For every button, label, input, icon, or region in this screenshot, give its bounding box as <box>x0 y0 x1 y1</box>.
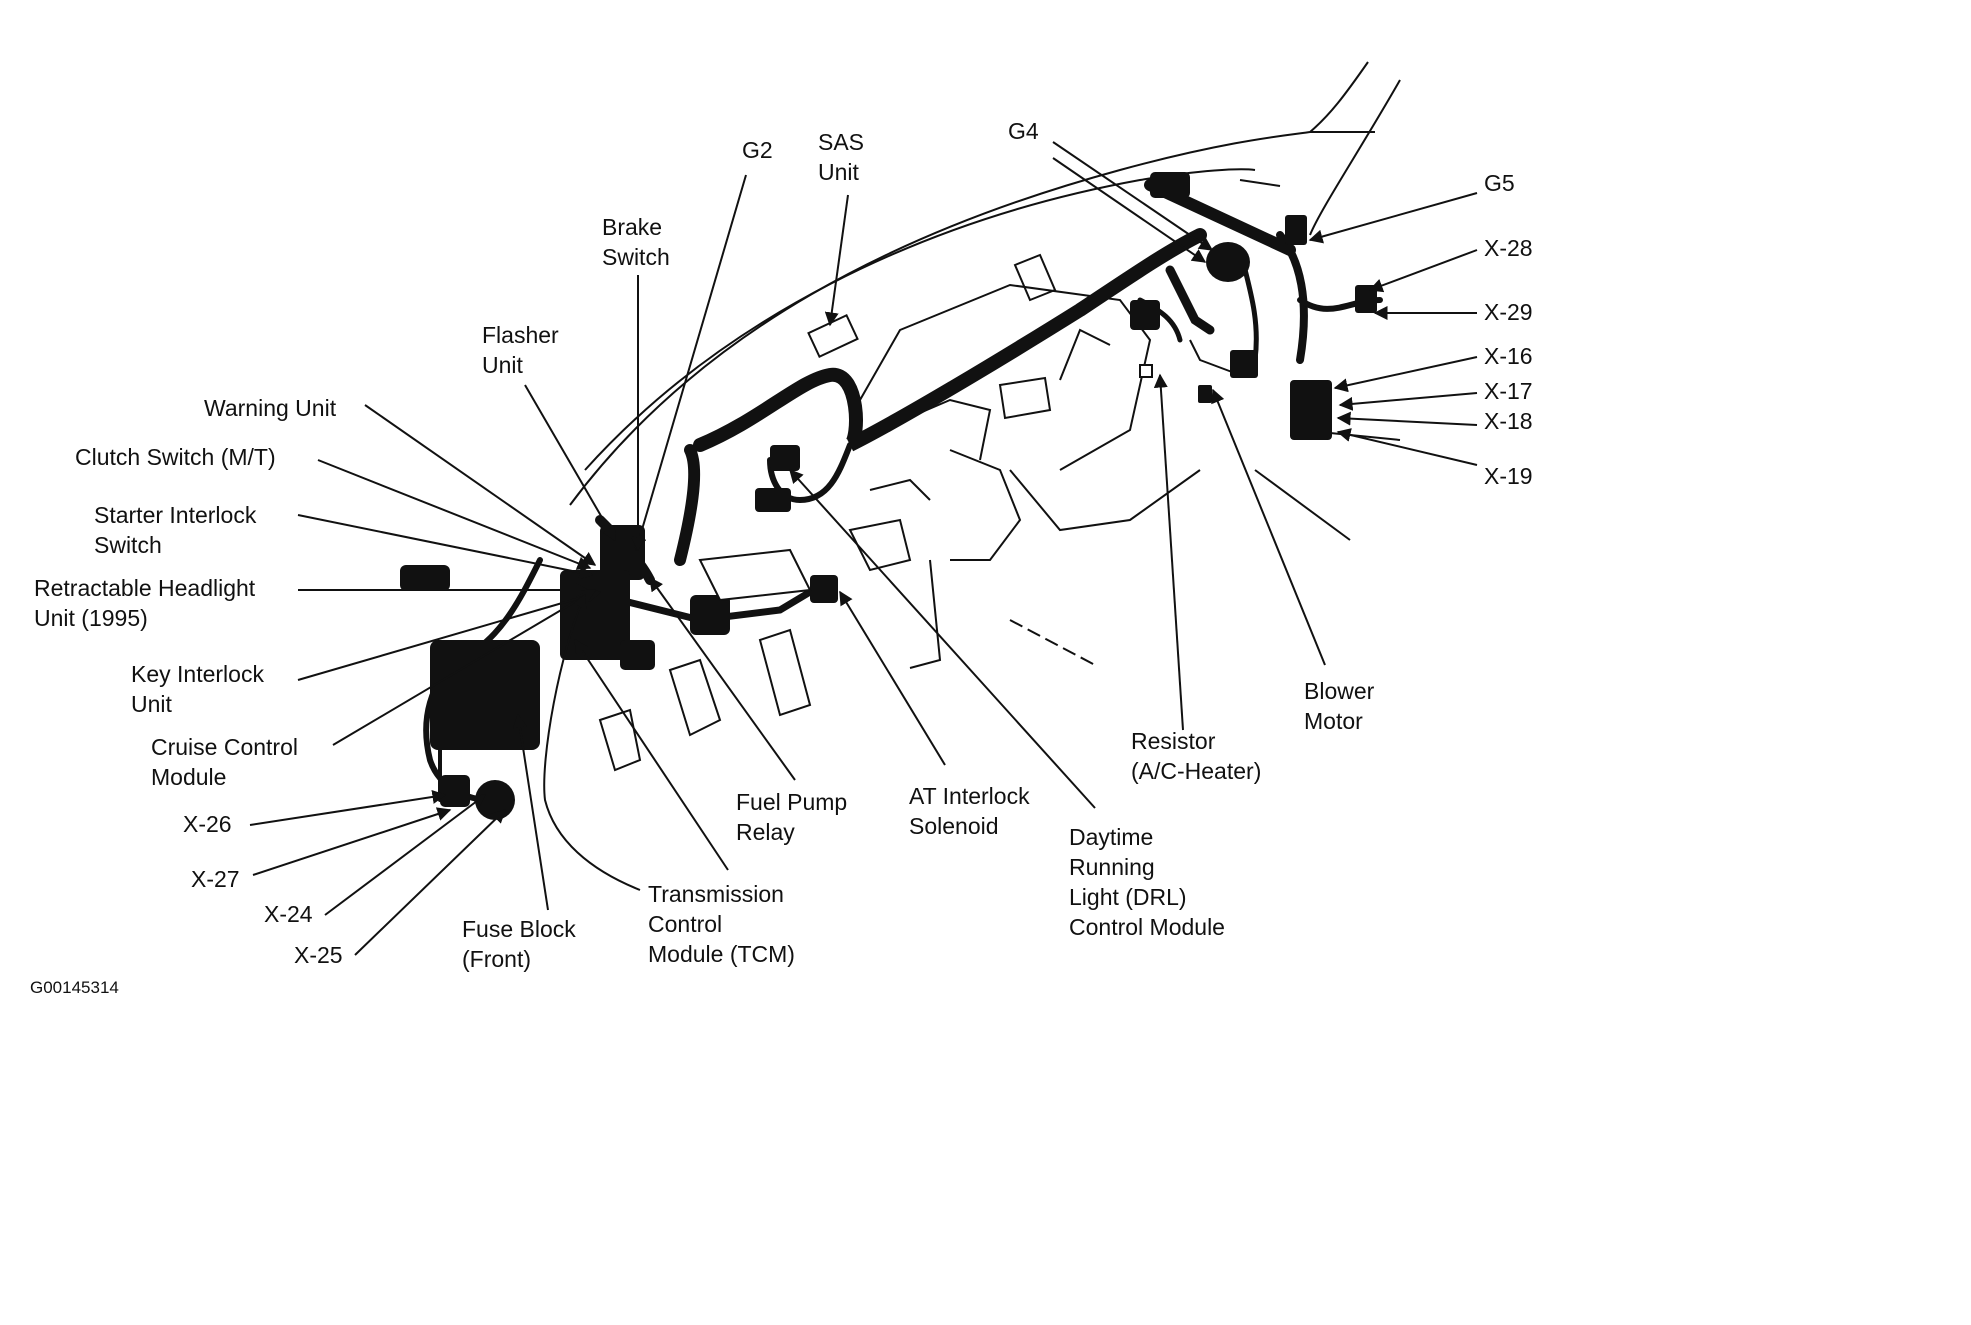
label-g5: G5 <box>1484 170 1515 196</box>
label-retractable-headlight-unit: Retractable Headlight Unit (1995) <box>34 575 256 631</box>
label-tcm: Transmission Control Module (TCM) <box>648 881 795 967</box>
label-resistor: Resistor (A/C-Heater) <box>1131 728 1262 784</box>
label-starter-interlock-switch: Starter Interlock Switch <box>94 502 257 558</box>
label-fuse-block: Fuse Block (Front) <box>462 916 576 972</box>
dash-outline <box>569 61 1401 506</box>
label-sas-unit: SAS Unit <box>818 129 865 185</box>
label-x28: X-28 <box>1484 235 1533 261</box>
label-x27: X-27 <box>191 866 240 892</box>
label-key-interlock-unit: Key Interlock Unit <box>131 661 264 717</box>
label-cruise-control-module: Cruise Control Module <box>151 734 298 790</box>
label-x19: X-19 <box>1484 463 1533 489</box>
label-x29: X-29 <box>1484 299 1533 325</box>
leader-lines <box>249 141 1478 956</box>
label-x16: X-16 <box>1484 343 1533 369</box>
label-x24: X-24 <box>264 901 313 927</box>
label-g2: G2 <box>742 137 773 163</box>
label-flasher-unit: Flasher Unit <box>482 322 559 378</box>
dash-wiring-illustration <box>249 61 1478 956</box>
pedals <box>598 518 912 772</box>
label-clutch-switch: Clutch Switch (M/T) <box>75 444 276 470</box>
heater-box <box>859 253 1401 669</box>
label-warning-unit: Warning Unit <box>204 395 337 421</box>
label-at-interlock-solenoid: AT Interlock Solenoid <box>909 783 1030 839</box>
wiring-location-diagram: G2 SAS Unit G4 G5 Brake Switch Flasher U… <box>30 61 1533 997</box>
label-g4: G4 <box>1008 118 1039 144</box>
label-blower-motor: Blower Motor <box>1304 678 1375 734</box>
label-x25: X-25 <box>294 942 343 968</box>
label-drl-control-module: Daytime Running Light (DRL) Control Modu… <box>1069 824 1225 940</box>
components <box>400 172 1377 820</box>
label-brake-switch: Brake Switch <box>602 214 670 270</box>
figure-id: G00145314 <box>30 978 119 997</box>
label-x26: X-26 <box>183 811 232 837</box>
label-x17: X-17 <box>1484 378 1533 404</box>
label-x18: X-18 <box>1484 408 1533 434</box>
label-fuel-pump-relay: Fuel Pump Relay <box>736 789 848 845</box>
